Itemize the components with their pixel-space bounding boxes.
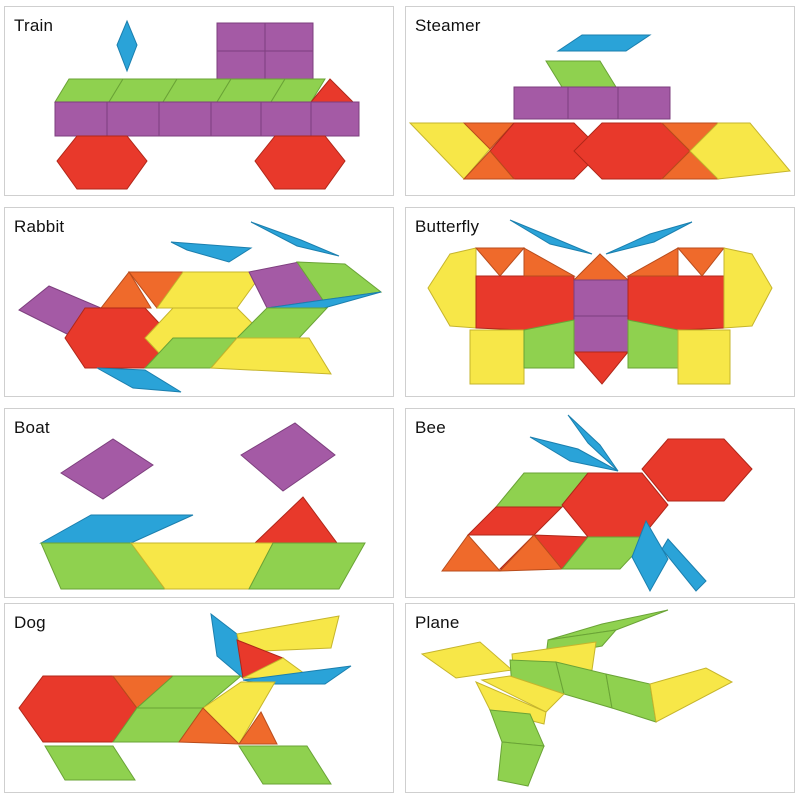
purple-square	[617, 86, 671, 120]
red-triangle	[572, 351, 630, 385]
yellow-rhombus	[649, 667, 734, 723]
green-rhombus	[497, 741, 545, 787]
purple-square	[260, 101, 312, 137]
green-rhombus	[523, 319, 575, 369]
yellow-rhombus	[209, 337, 332, 375]
steamer-figure	[408, 34, 791, 180]
blue-diamond	[509, 219, 593, 255]
blue-diamond	[567, 414, 619, 472]
red-hexagon	[254, 135, 346, 190]
purple-square	[106, 101, 160, 137]
panel-label: Butterfly	[415, 217, 480, 236]
purple-square	[573, 315, 629, 353]
panel-label: Bee	[415, 418, 446, 437]
purple-square	[210, 101, 262, 137]
red-rhombus	[466, 506, 564, 536]
red-hexagon	[627, 275, 725, 331]
green-rhombus	[545, 60, 617, 88]
plane-figure	[420, 609, 734, 787]
yellow-rhombus	[420, 641, 514, 679]
red-triangle	[676, 247, 726, 277]
green-rhombus	[555, 661, 613, 709]
blue-diamond	[661, 538, 707, 592]
green-rhombus	[605, 673, 657, 723]
blue-diamond	[556, 34, 652, 52]
train-figure	[54, 19, 360, 190]
yellow-hexagon	[723, 247, 773, 329]
red-triangle	[572, 253, 630, 281]
panel-label: Boat	[14, 418, 50, 437]
butterfly-figure	[427, 219, 773, 385]
purple-square	[573, 279, 629, 317]
yellow-hexagon	[427, 247, 477, 329]
yellow-rhombus	[689, 122, 791, 180]
red-triangle	[178, 707, 241, 745]
panel-label: Dog	[14, 613, 46, 632]
panel-bee: Bee	[405, 408, 795, 598]
red-triangle	[462, 150, 516, 180]
purple-square	[240, 422, 336, 492]
blue-diamond	[39, 514, 194, 544]
red-triangle	[498, 534, 564, 572]
purple-square	[567, 86, 619, 120]
green-rhombus	[248, 542, 366, 590]
bee-figure	[441, 414, 753, 593]
panel-plane: Plane	[405, 603, 795, 793]
purple-square	[158, 101, 212, 137]
rabbit-figure	[18, 221, 383, 393]
red-hexagon	[56, 135, 148, 190]
yellow-rhombus	[469, 329, 525, 385]
purple-square	[60, 438, 154, 500]
dog-figure	[18, 612, 352, 785]
yellow-rhombus	[480, 675, 565, 713]
green-rhombus	[44, 745, 136, 781]
blue-diamond	[96, 367, 182, 393]
panel-label: Train	[14, 16, 54, 35]
blue-diamond	[250, 221, 340, 257]
red-triangle	[441, 534, 502, 572]
red-triangle	[253, 496, 338, 544]
panel-label: Plane	[415, 613, 460, 632]
panel-steamer: Steamer	[405, 6, 795, 196]
red-triangle	[462, 122, 516, 150]
purple-square	[264, 22, 314, 52]
purple-square	[310, 101, 360, 137]
purple-square	[216, 50, 266, 80]
red-triangle	[626, 247, 679, 277]
red-hexagon	[641, 438, 753, 502]
blue-diamond	[631, 519, 669, 593]
red-triangle	[523, 247, 576, 277]
purple-square	[264, 50, 314, 80]
red-hexagon	[475, 275, 575, 331]
blue-diamond	[116, 19, 138, 73]
panel-label: Rabbit	[14, 217, 65, 236]
purple-square	[513, 86, 569, 120]
purple-square	[216, 22, 266, 52]
purple-square	[54, 101, 108, 137]
yellow-rhombus	[677, 329, 731, 385]
blue-diamond	[170, 241, 253, 263]
panel-butterfly: Butterfly	[405, 207, 795, 397]
boat-figure	[39, 422, 366, 590]
panel-boat: Boat	[4, 408, 394, 598]
panel-train: Train	[4, 6, 394, 196]
panel-dog: Dog	[4, 603, 394, 793]
panel-label: Steamer	[415, 16, 481, 35]
red-triangle	[238, 711, 278, 745]
red-triangle	[474, 247, 526, 277]
red-hexagon	[18, 675, 138, 743]
panel-rabbit: Rabbit	[4, 207, 394, 397]
green-rhombus	[238, 745, 332, 785]
blue-diamond	[605, 221, 693, 255]
